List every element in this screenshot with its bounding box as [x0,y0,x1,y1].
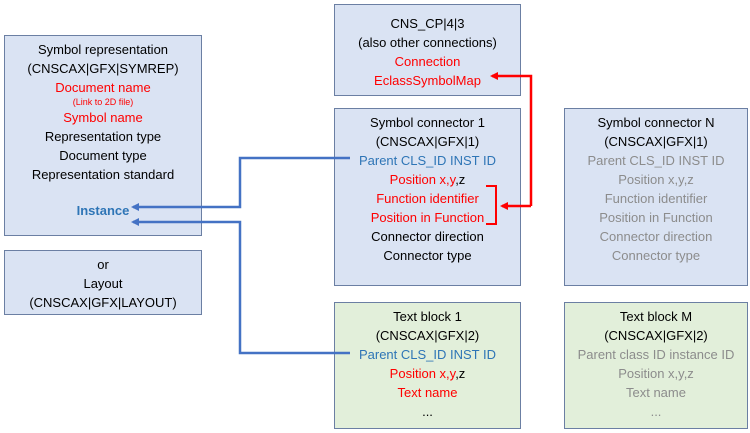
tbm-code: (CNSCAX|GFX|2) [604,328,708,343]
scn-connector-type: Connector type [611,248,701,263]
tb1-position-xy: Position x,y [389,366,456,381]
layout-code: (CNSCAX|GFX|LAYOUT) [29,295,177,310]
scn-code: (CNSCAX|GFX|1) [604,134,708,149]
cns-cp-box: CNS_CP|4|3 (also other connections) Conn… [334,4,521,96]
text-block-1-box: Text block 1 (CNSCAX|GFX|2) Parent CLS_I… [334,302,521,429]
scn-position: Position x,y,z [618,172,694,187]
tb1-text-name: Text name [397,385,458,400]
symrep-symbol-name: Symbol name [63,110,143,125]
cns-cp-eclass-symbol-map: EclassSymbolMap [374,73,481,88]
symrep-instance: Instance [76,203,130,218]
symrep-title: Symbol representation [37,42,169,57]
tb1-title: Text block 1 [393,309,462,324]
scn-title: Symbol connector N [597,115,715,130]
sc1-parent-id: Parent CLS_ID INST ID [358,153,497,168]
tb1-position-z: ,z [455,366,466,381]
symrep-representation-type: Representation type [44,129,162,144]
sc1-position-xy: Position x,y [389,172,456,187]
tb1-parent-to-instance-arrow [131,218,350,355]
sc1-position: Position x,y,z [390,170,466,189]
layout-or: or [97,257,109,272]
symbol-connector-1-box: Symbol connector 1 (CNSCAX|GFX|1) Parent… [334,108,521,286]
symrep-document-name: Document name [55,80,151,95]
function-bracket [486,185,497,225]
cns-cp-title: CNS_CP|4|3 [390,16,465,31]
sc1-code: (CNSCAX|GFX|1) [375,134,480,149]
symrep-code: (CNSCAX|GFX|SYMREP) [27,61,179,76]
scn-parent-id: Parent CLS_ID INST ID [587,153,725,168]
tbm-parent-id: Parent class ID instance ID [577,347,735,362]
tbm-text-name: Text name [626,385,686,400]
sc1-connector-direction: Connector direction [371,229,484,244]
tb1-parent-id: Parent CLS_ID INST ID [358,347,497,362]
sc1-title: Symbol connector 1 [370,115,485,130]
layout-title: Layout [83,276,123,291]
symbol-representation-box: Symbol representation (CNSCAX|GFX|SYMREP… [4,35,202,236]
tb1-code: (CNSCAX|GFX|2) [375,328,480,343]
tbm-ellipsis: ... [650,404,662,419]
tbm-title: Text block M [619,309,693,324]
sc1-connector-type: Connector type [383,248,472,263]
scn-connector-direction: Connector direction [599,229,713,244]
symbol-connector-n-box: Symbol connector N (CNSCAX|GFX|1) Parent… [564,108,748,286]
layout-box: or Layout (CNSCAX|GFX|LAYOUT) [4,250,202,315]
symrep-document-type: Document type [59,148,147,163]
tb1-position: Position x,y,z [390,364,466,383]
sc1-parent-to-instance-arrow [131,156,350,211]
scn-function-identifier: Function identifier [604,191,708,206]
cns-cp-connection: Connection [394,54,461,69]
eclass-map-to-function-arrow-top [490,72,533,206]
sc1-position-z: ,z [455,172,466,187]
symrep-representation-standard: Representation standard [31,167,175,182]
tbm-position: Position x,y,z [618,366,694,381]
text-block-m-box: Text block M (CNSCAX|GFX|2) Parent class… [564,302,748,429]
symrep-link-note: (Link to 2D file) [72,97,134,107]
tb1-ellipsis: ... [422,404,433,419]
scn-position-in-function: Position in Function [599,210,713,225]
cns-cp-subtitle: (also other connections) [358,35,497,50]
sc1-position-in-function: Position in Function [370,210,485,225]
sc1-function-identifier: Function identifier [376,191,479,206]
